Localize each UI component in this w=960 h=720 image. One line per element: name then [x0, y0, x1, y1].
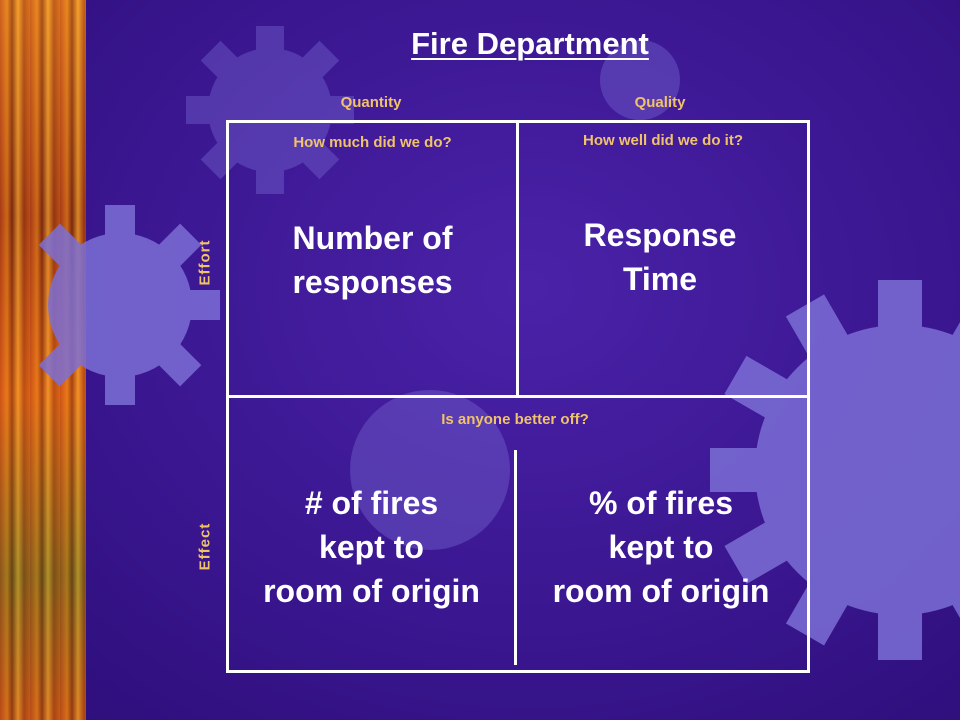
measure-number-of-responses: Number of responses	[292, 220, 453, 300]
grid-upper-vertical-divider	[516, 120, 519, 398]
row-label-effort: Effort	[196, 239, 214, 286]
grid-lower-vertical-divider	[514, 450, 517, 665]
question-how-well: How well did we do it?	[583, 132, 743, 149]
slide-title: Fire Department	[411, 26, 649, 61]
question-how-much: How much did we do?	[293, 134, 452, 151]
question-better-off: Is anyone better off?	[441, 411, 589, 428]
measure-percent-of-fires-contained: % of fires kept to room of origin	[552, 485, 770, 609]
grid-bottom-border	[226, 670, 810, 673]
column-header-quantity: Quantity	[340, 94, 402, 111]
column-header-quality: Quality	[634, 94, 686, 111]
row-label-effect: Effect	[196, 522, 214, 571]
measure-number-of-fires-contained: # of fires kept to room of origin	[263, 485, 480, 609]
measure-response-time: Response Time	[583, 217, 737, 297]
